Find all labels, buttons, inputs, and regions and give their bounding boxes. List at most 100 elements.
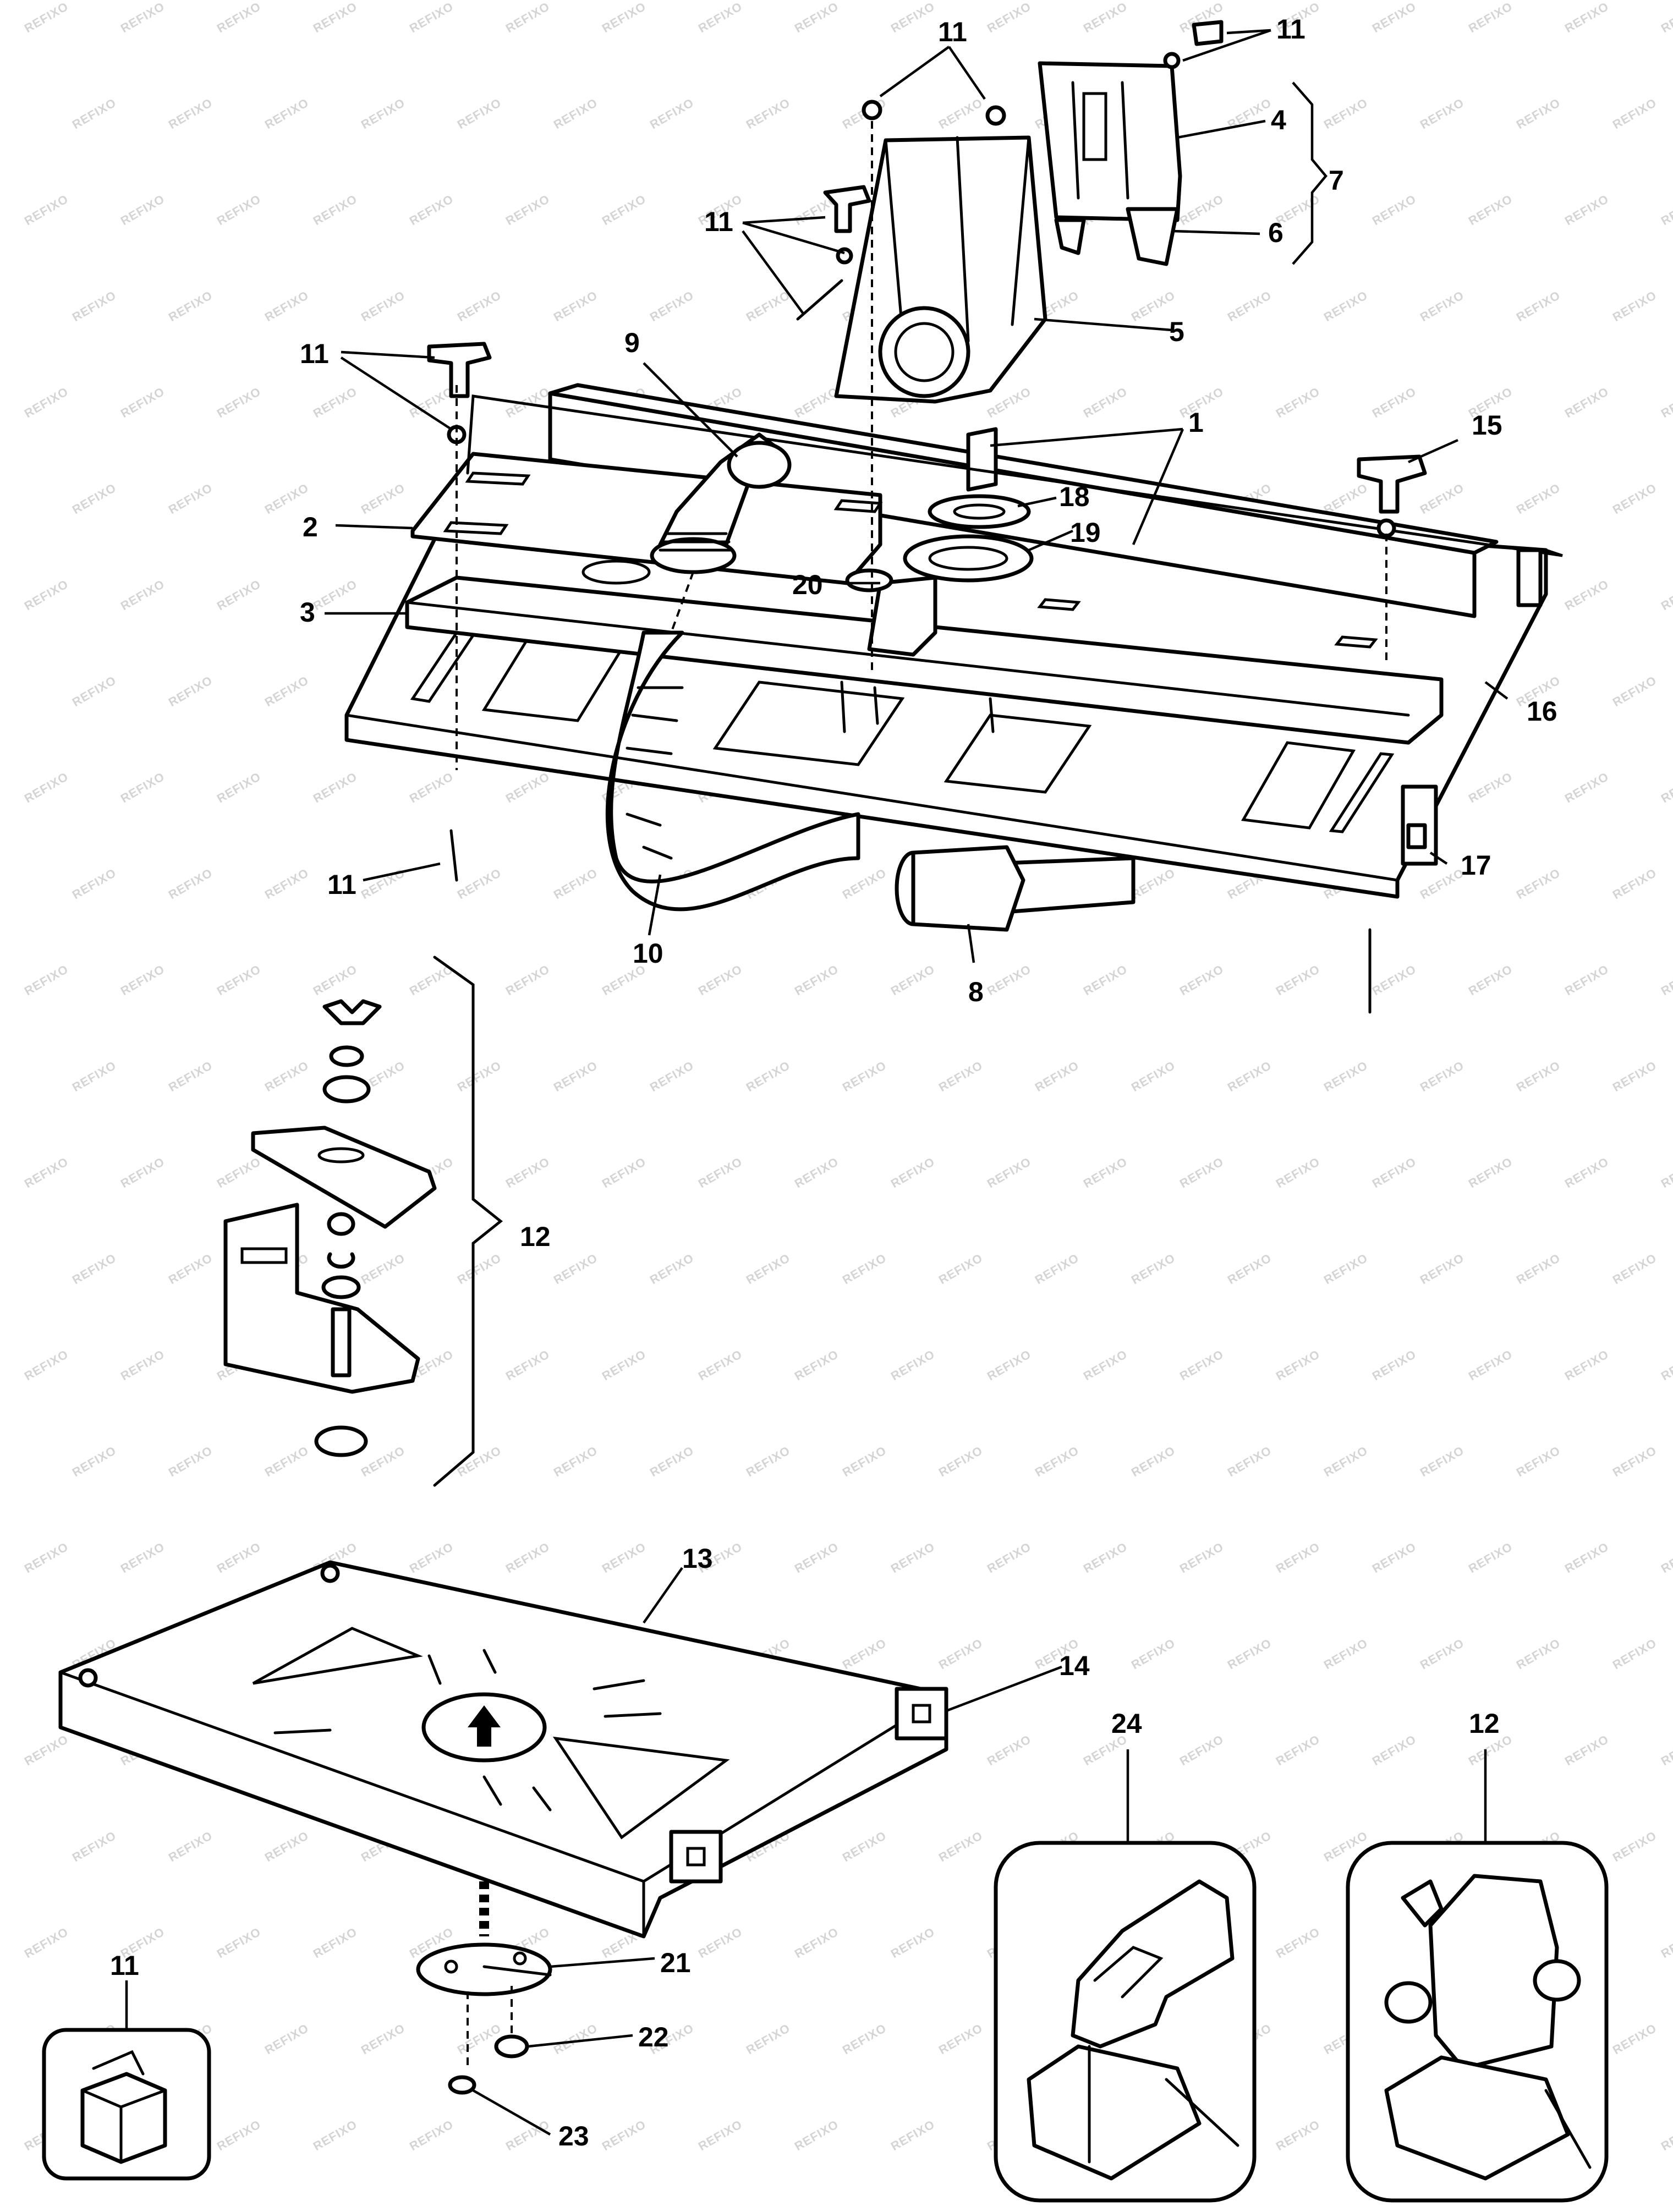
watermark-text: REFIXO (1274, 385, 1323, 421)
screw (840, 680, 846, 733)
watermark-text: REFIXO (840, 1251, 889, 1287)
watermark-text: REFIXO (888, 1155, 937, 1191)
watermark-text: REFIXO (1225, 1636, 1274, 1672)
screw (449, 829, 458, 882)
hose-ribs (620, 686, 684, 860)
watermark-text: REFIXO (1321, 1636, 1370, 1672)
lock-knob-left (427, 342, 492, 398)
watermark-text: REFIXO (1370, 1732, 1419, 1769)
watermark-text: REFIXO (1610, 1251, 1659, 1287)
watermark-text: REFIXO (22, 385, 71, 421)
side-clamp-knob (1406, 823, 1427, 849)
watermark-text: REFIXO (600, 1347, 649, 1384)
watermark-text: REFIXO (1081, 0, 1130, 35)
box-icon (80, 2072, 167, 2164)
table-slot (944, 713, 1092, 794)
nut (862, 100, 882, 120)
leader-lines (125, 29, 1509, 2136)
watermark-text: REFIXO (1418, 1251, 1467, 1287)
plate-slot (593, 1679, 645, 1690)
elbow-nozzle (650, 537, 737, 574)
watermark-text: REFIXO (407, 192, 456, 228)
watermark-text: REFIXO (792, 2117, 841, 2154)
watermark-text: REFIXO (696, 962, 745, 998)
watermark-text: REFIXO (1514, 96, 1563, 132)
watermark-text: REFIXO (215, 1155, 264, 1191)
leader-14 (946, 1665, 1062, 1712)
watermark-text: REFIXO (1177, 1347, 1226, 1384)
watermark-text: REFIXO (1659, 0, 1673, 35)
watermark-text: REFIXO (792, 0, 841, 35)
watermark-text: REFIXO (936, 96, 985, 132)
watermark-text: REFIXO (22, 577, 71, 613)
jigsaw-cord (1165, 2078, 1239, 2147)
clamp-foot (314, 1425, 368, 1457)
corner-clamp-screw (912, 1704, 931, 1724)
watermark-text: REFIXO (70, 1251, 119, 1287)
label-8: 8 (968, 976, 984, 1007)
watermark-text: REFIXO (888, 1347, 937, 1384)
leader-6 (1171, 229, 1260, 235)
watermark-text: REFIXO (1129, 866, 1178, 902)
watermark-text: REFIXO (407, 770, 456, 806)
router-base (1384, 2055, 1570, 2181)
watermark-text: REFIXO (1514, 288, 1563, 325)
router-dust-spout (1401, 1879, 1444, 1928)
watermark-text: REFIXO (1562, 1732, 1611, 1769)
collar-hole (928, 546, 1008, 571)
leader-15 (1408, 438, 1458, 464)
watermark-text: REFIXO (1225, 1251, 1274, 1287)
base-plate-rim (59, 1671, 948, 1938)
fence-block (966, 427, 998, 492)
watermark-text: REFIXO (262, 96, 311, 132)
watermark-text: REFIXO (1321, 1058, 1370, 1095)
leader-17 (1429, 852, 1448, 865)
label-2: 2 (303, 512, 318, 542)
watermark-text: REFIXO (1514, 1443, 1563, 1480)
watermark-text: REFIXO (648, 1443, 696, 1480)
watermark-text: REFIXO (936, 2021, 985, 2057)
watermark-text: REFIXO (1562, 577, 1611, 613)
label-11: 11 (938, 17, 967, 47)
router-inset (1346, 1841, 1609, 2203)
watermark-text: REFIXO (311, 1925, 360, 1961)
watermark-text: REFIXO (1610, 1443, 1659, 1480)
watermark-text: REFIXO (1225, 288, 1274, 325)
nut (494, 2034, 529, 2059)
watermark-text: REFIXO (22, 1347, 71, 1384)
leader-10 (648, 874, 662, 936)
plate-slot (427, 1654, 442, 1685)
watermark-text: REFIXO (888, 1540, 937, 1576)
watermark-text: REFIXO (407, 0, 456, 35)
watermark-text: REFIXO (262, 1443, 311, 1480)
watermark-text: REFIXO (311, 385, 360, 421)
watermark-text: REFIXO (792, 1540, 841, 1576)
watermark-text: REFIXO (1370, 1540, 1419, 1576)
lock-washer (329, 1045, 364, 1067)
watermark-text: REFIXO (985, 1347, 1034, 1384)
watermark-text: REFIXO (1466, 1155, 1515, 1191)
leader-18 (1017, 496, 1057, 508)
watermark-text: REFIXO (70, 1058, 119, 1095)
plate-slot (482, 1775, 502, 1806)
leader-23 (472, 2089, 551, 2136)
table-frame (466, 394, 1563, 557)
watermark-text: REFIXO (1274, 1540, 1323, 1576)
watermark-text: REFIXO (70, 481, 119, 517)
watermark-text: REFIXO (600, 1155, 649, 1191)
watermark-text: REFIXO (166, 1829, 215, 1865)
watermark-text: REFIXO (1610, 96, 1659, 132)
watermark-text: REFIXO (1514, 1058, 1563, 1095)
watermark-text: REFIXO (359, 1251, 408, 1287)
watermark-text: REFIXO (744, 1058, 793, 1095)
watermark-text: REFIXO (744, 96, 793, 132)
wing-knob-top (1192, 20, 1224, 46)
router-cord (1544, 2089, 1592, 2169)
dust-guard-port (878, 306, 970, 398)
table-slot (1329, 752, 1395, 833)
watermark-text: REFIXO (503, 1155, 552, 1191)
table-slot (712, 680, 905, 766)
cutout-triangle (552, 1736, 730, 1840)
leader-4 (1177, 119, 1266, 139)
watermark-text: REFIXO (215, 962, 264, 998)
